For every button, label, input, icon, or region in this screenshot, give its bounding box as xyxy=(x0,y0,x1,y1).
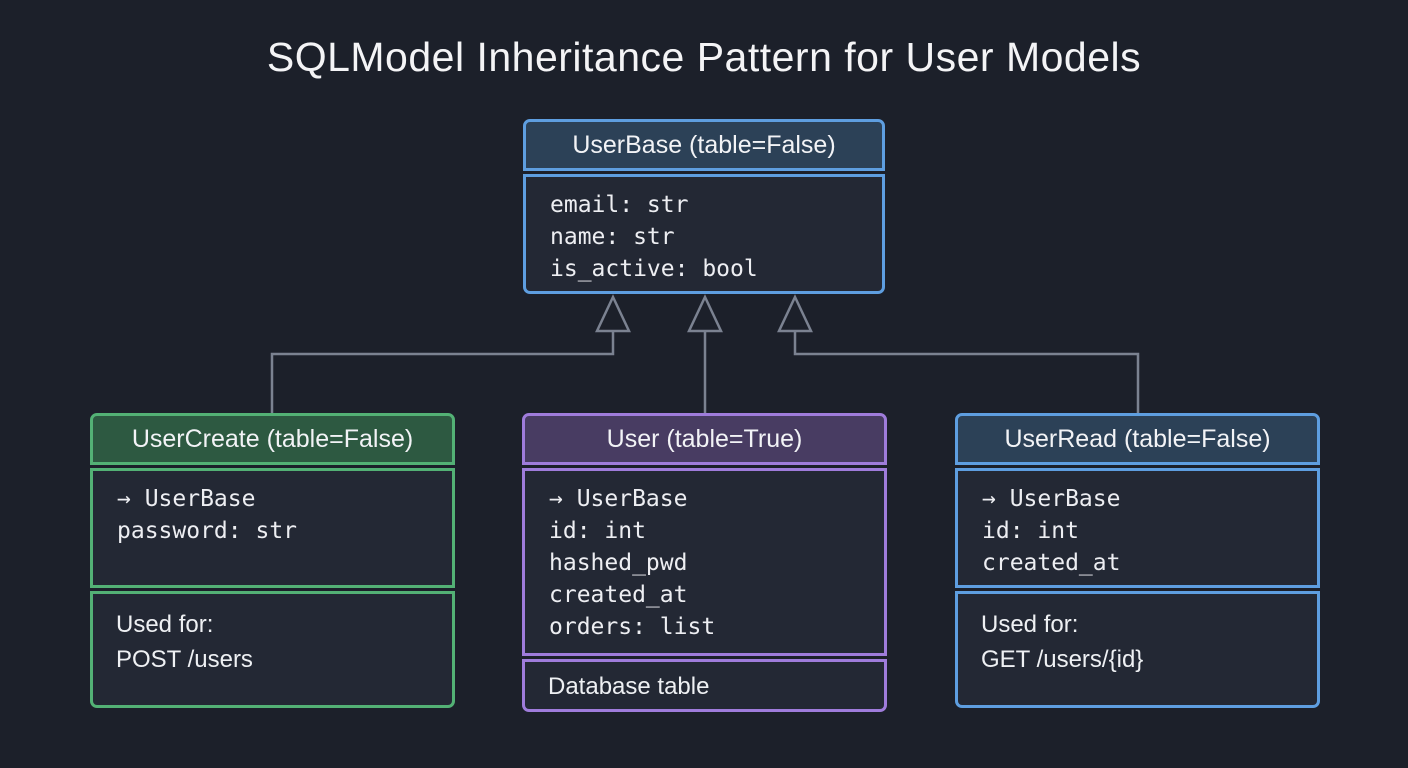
usage-label: Used for: xyxy=(981,611,1079,638)
field-line: → UserBase xyxy=(549,486,688,512)
field-line: is_active: bool xyxy=(550,256,758,282)
class-header-usercreate: UserCreate (table=False) xyxy=(90,413,455,465)
diagram-title: SQLModel Inheritance Pattern for User Mo… xyxy=(266,34,1142,80)
field-line: → UserBase xyxy=(982,486,1121,512)
connector-userread-to-userbase xyxy=(793,331,1140,414)
field-line: created_at xyxy=(549,582,688,608)
class-box-userbase: UserBase (table=False) email: str name: … xyxy=(523,119,885,294)
class-fields-userbase: email: str name: str is_active: bool xyxy=(523,174,885,294)
class-header-userread: UserRead (table=False) xyxy=(955,413,1320,465)
field-line: created_at xyxy=(982,550,1121,576)
class-box-usercreate: UserCreate (table=False) → UserBase pass… xyxy=(90,413,455,708)
inheritance-arrowhead-left xyxy=(595,294,631,333)
class-title-usercreate: UserCreate (table=False) xyxy=(131,424,414,453)
footer-label: Database table xyxy=(548,673,710,700)
class-box-user: User (table=True) → UserBase id: int has… xyxy=(522,413,887,712)
class-title-userbase: UserBase (table=False) xyxy=(572,130,836,159)
field-line: password: str xyxy=(117,518,298,544)
usage-endpoint: POST /users xyxy=(116,646,253,673)
class-title-userread: UserRead (table=False) xyxy=(1004,424,1271,453)
usage-label: Used for: xyxy=(116,611,214,638)
class-usage-usercreate: Used for: POST /users xyxy=(90,591,455,708)
class-fields-usercreate: → UserBase password: str xyxy=(90,468,455,588)
field-line: → UserBase xyxy=(117,486,256,512)
usage-endpoint: GET /users/{id} xyxy=(981,646,1144,673)
field-line: name: str xyxy=(550,224,675,250)
class-box-userread: UserRead (table=False) → UserBase id: in… xyxy=(955,413,1320,708)
field-line: orders: list xyxy=(549,614,716,640)
class-footer-user: Database table xyxy=(522,659,887,712)
field-line: hashed_pwd xyxy=(549,550,688,576)
field-line: id: int xyxy=(982,518,1079,544)
class-fields-user: → UserBase id: int hashed_pwd created_at… xyxy=(522,468,887,656)
class-usage-userread: Used for: GET /users/{id} xyxy=(955,591,1320,708)
field-line: id: int xyxy=(549,518,646,544)
class-header-user: User (table=True) xyxy=(522,413,887,465)
class-title-user: User (table=True) xyxy=(606,424,803,453)
class-fields-userread: → UserBase id: int created_at xyxy=(955,468,1320,588)
field-line: email: str xyxy=(550,192,689,218)
inheritance-arrowhead-middle xyxy=(687,294,723,333)
inheritance-arrowhead-right xyxy=(777,294,813,333)
class-header-userbase: UserBase (table=False) xyxy=(523,119,885,171)
connector-usercreate-to-userbase xyxy=(270,331,615,414)
